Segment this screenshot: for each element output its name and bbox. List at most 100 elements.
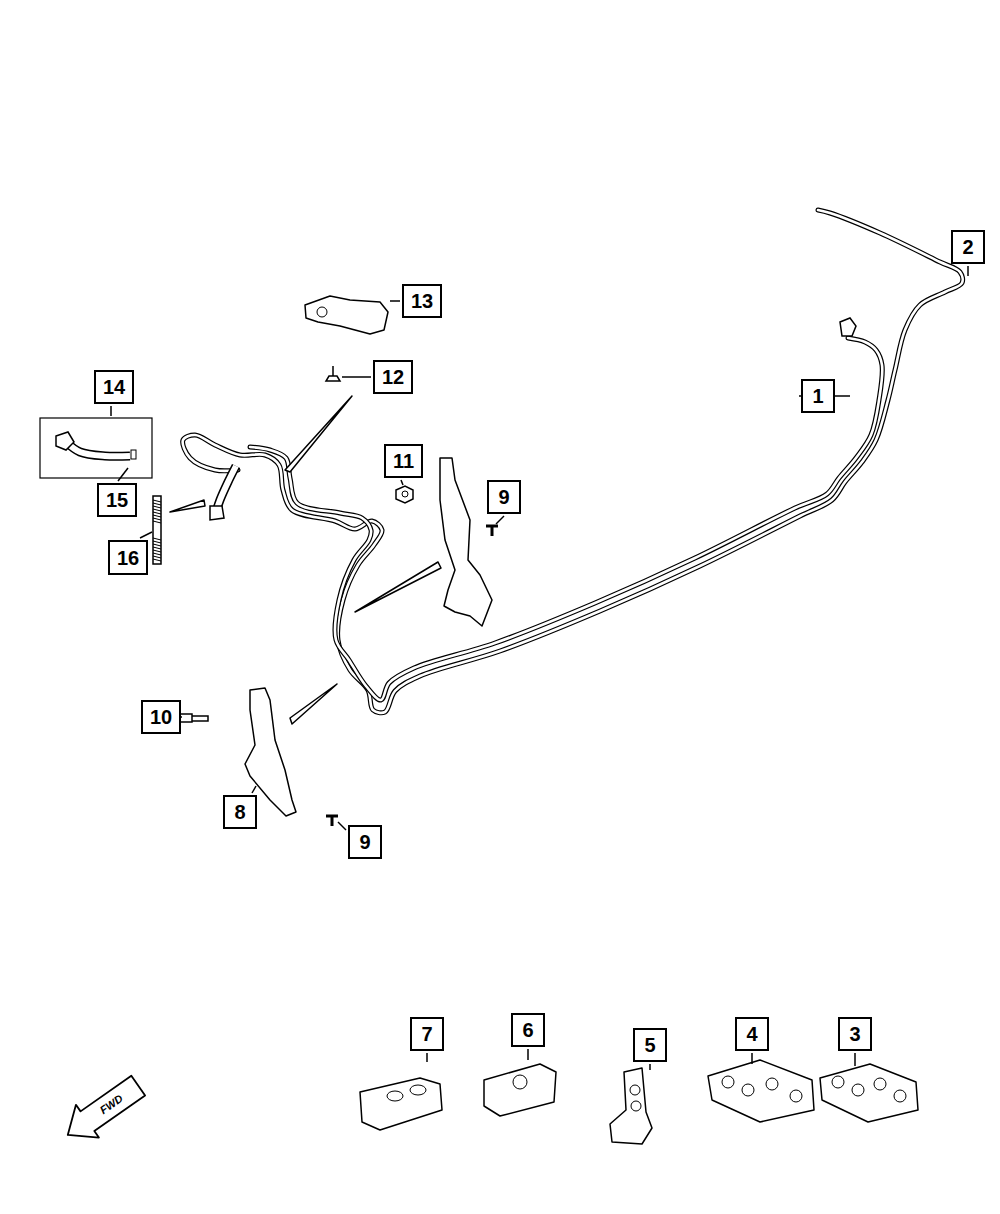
callout-number: 2: [951, 230, 985, 264]
leader-line: [110, 406, 112, 416]
stud: [153, 541, 161, 543]
callout-number: 11: [384, 444, 423, 478]
quick-connector: [210, 506, 224, 520]
illustration-part: [250, 338, 882, 700]
leader-line: [140, 532, 152, 538]
nut: [396, 486, 413, 503]
tube-bracket: [440, 458, 492, 626]
leader-line: [252, 786, 256, 793]
tube-clip: [852, 1084, 864, 1096]
direction-label: FWD: [99, 1092, 126, 1115]
inset-frame: [40, 418, 152, 478]
forward-arrow: [56, 1069, 149, 1151]
tube-clip: [820, 1064, 918, 1122]
fuel-tube: [183, 210, 963, 713]
tube-clip: [360, 1078, 442, 1130]
illustration: [40, 210, 968, 1151]
leader-line: [751, 1053, 753, 1064]
clip-bracket: [317, 307, 327, 317]
stud: [153, 518, 161, 520]
leader-line: [338, 822, 346, 830]
stud: [153, 512, 161, 514]
leader-line: [426, 1053, 428, 1062]
stud: [153, 521, 161, 523]
stud: [153, 503, 161, 505]
callout-number: 9: [348, 825, 382, 859]
tube-clip: [874, 1078, 886, 1090]
hose: [216, 466, 236, 512]
push-pin: [326, 816, 338, 826]
illustration-part: [250, 338, 882, 700]
leader-line: [401, 480, 403, 485]
callout-number: 7: [410, 1017, 444, 1051]
stud: [153, 515, 161, 517]
tube-clip: [513, 1075, 527, 1089]
callout-number: 6: [511, 1013, 545, 1047]
leader-wedge: [290, 684, 337, 724]
stud: [153, 506, 161, 508]
tube-clip: [894, 1090, 906, 1102]
hose: [66, 442, 130, 456]
tube-clip: [630, 1085, 640, 1095]
stud: [153, 538, 161, 540]
leader-line: [390, 300, 400, 302]
leader-line: [496, 516, 504, 524]
callout-number: 15: [97, 483, 137, 517]
callout-number: 13: [402, 284, 442, 318]
nut: [402, 491, 408, 497]
tube-clip: [722, 1076, 734, 1088]
tube-clip: [766, 1078, 778, 1090]
tube-clip: [410, 1085, 426, 1095]
stud: [153, 556, 161, 558]
hose: [216, 466, 236, 512]
push-pin: [486, 526, 498, 536]
quick-connector: [840, 318, 856, 336]
callout-number: 14: [94, 370, 134, 404]
stud: [153, 559, 161, 561]
callout-number: 10: [141, 700, 181, 734]
tube-clip: [790, 1090, 802, 1102]
forward-arrow: [56, 1069, 149, 1151]
callout-number: 1: [801, 379, 835, 413]
tube-clip: [631, 1101, 641, 1111]
quick-connector: [56, 432, 74, 450]
leader-wedge: [285, 396, 352, 472]
leader-wedge: [170, 500, 205, 512]
vapor-tube: [250, 338, 882, 700]
leader-line: [967, 266, 969, 276]
stud: [153, 496, 161, 564]
callout-number: 9: [487, 480, 521, 514]
leader-line: [649, 1064, 651, 1070]
stud: [153, 547, 161, 549]
leader-line: [342, 376, 371, 378]
leader-line: [854, 1053, 856, 1066]
tube-clip: [742, 1084, 754, 1096]
clamp: [131, 450, 136, 459]
callout-number: 16: [108, 540, 148, 575]
stud: [153, 553, 161, 555]
callout-number: 5: [633, 1028, 667, 1062]
tube-clip: [832, 1076, 844, 1088]
leader-wedge: [355, 562, 441, 612]
tube-clip: [387, 1091, 403, 1101]
tube-clip: [484, 1064, 556, 1116]
stud: [153, 544, 161, 546]
callout-number: 3: [838, 1017, 872, 1051]
bolt: [180, 714, 208, 722]
stud: [153, 509, 161, 511]
callout-number: 8: [223, 795, 257, 829]
leader-line: [118, 468, 128, 481]
leader-line: [527, 1049, 529, 1060]
stud: [153, 500, 161, 502]
stud: [153, 550, 161, 552]
tube-clip: [708, 1060, 814, 1122]
illustration-part: [183, 210, 963, 713]
hose: [66, 442, 130, 456]
illustration-part: [183, 210, 963, 713]
tube-clip: [610, 1068, 652, 1144]
clip-bracket: [305, 296, 388, 334]
bolt: [326, 366, 340, 381]
callout-number: 12: [373, 360, 413, 394]
callout-number: 4: [735, 1017, 769, 1051]
